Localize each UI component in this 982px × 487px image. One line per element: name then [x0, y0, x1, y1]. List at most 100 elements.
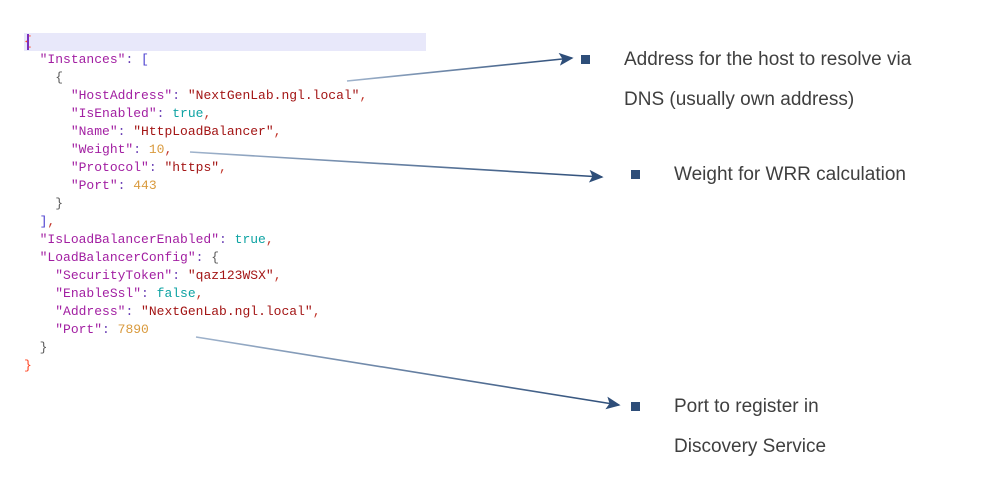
code-token-comma: , [203, 106, 212, 121]
code-line[interactable]: "Weight": 10, [24, 141, 426, 159]
code-token-colon: : [133, 142, 149, 157]
code-line[interactable]: "Address": "NextGenLab.ngl.local", [24, 303, 426, 321]
code-token-comma: , [359, 88, 368, 103]
annotation-host-address: Address for the host to resolve via DNS … [581, 40, 911, 120]
code-token-key: "Address" [55, 304, 126, 319]
json-code-panel[interactable]: { "Instances": [ { "HostAddress": "NextG… [0, 0, 560, 487]
code-line[interactable]: } [24, 357, 426, 375]
code-token-colon: : [117, 178, 134, 193]
code-indent [24, 232, 40, 247]
code-line[interactable]: "Port": 7890 [24, 321, 426, 339]
bullet-square-icon [631, 402, 640, 411]
bullet-square-icon [631, 170, 640, 179]
code-token-bool: false [156, 286, 196, 301]
code-token-key: "IsEnabled" [70, 106, 157, 121]
code-token-colon: : [125, 52, 142, 67]
code-line[interactable]: { [24, 33, 426, 51]
code-token-bool: true [172, 106, 204, 121]
code-token-colon: : [195, 250, 212, 265]
code-token-brace: { [55, 70, 64, 85]
code-indent [24, 88, 71, 103]
code-token-key: "EnableSsl" [55, 286, 142, 301]
annotation-host-address-text: Address for the host to resolve via DNS … [624, 49, 912, 110]
code-token-bracket: ] [39, 214, 48, 229]
code-token-brace: } [39, 340, 48, 355]
code-indent [24, 124, 71, 139]
code-token-key: "HostAddress" [70, 88, 173, 103]
code-token-comma: , [265, 232, 274, 247]
bullet-square-icon [581, 55, 590, 64]
code-line[interactable]: "Name": "HttpLoadBalancer", [24, 123, 426, 141]
code-token-key: "Weight" [70, 142, 134, 157]
code-line[interactable]: "Instances": [ [24, 51, 426, 69]
code-indent [24, 286, 55, 301]
json-code-block[interactable]: { "Instances": [ { "HostAddress": "NextG… [24, 33, 426, 375]
code-indent [24, 268, 55, 283]
annotation-port-text: Port to register in Discovery Service [674, 396, 827, 457]
code-token-comma: , [312, 304, 321, 319]
code-token-str: "qaz123WSX" [187, 268, 274, 283]
code-token-bracket: [ [141, 52, 149, 67]
code-token-colon: : [125, 304, 142, 319]
code-token-key: "Port" [70, 178, 118, 193]
annotation-weight-text: Weight for WRR calculation [674, 164, 906, 185]
code-line[interactable]: ], [24, 213, 426, 231]
code-token-bool: true [234, 232, 266, 247]
code-indent [24, 304, 55, 319]
code-indent [24, 70, 55, 85]
code-token-colon: : [172, 268, 188, 283]
code-token-key: "Port" [55, 322, 103, 337]
code-token-comma: , [47, 214, 56, 229]
code-indent [24, 196, 55, 211]
annotation-weight: Weight for WRR calculation [631, 155, 906, 195]
code-token-key: "Instances" [39, 52, 126, 67]
code-token-key: "Protocol" [70, 160, 149, 175]
code-token-colon: : [148, 160, 165, 175]
code-token-str: "NextGenLab.ngl.local" [141, 304, 313, 319]
code-line[interactable]: "IsLoadBalancerEnabled": true, [24, 231, 426, 249]
code-token-key: "SecurityToken" [55, 268, 173, 283]
code-line[interactable]: "Port": 443 [24, 177, 426, 195]
code-indent [24, 178, 71, 193]
code-line[interactable]: "HostAddress": "NextGenLab.ngl.local", [24, 87, 426, 105]
code-token-brace: } [55, 196, 64, 211]
code-token-colon: : [117, 124, 134, 139]
code-token-comma: , [219, 160, 227, 175]
code-token-colon: : [141, 286, 157, 301]
code-line[interactable]: "IsEnabled": true, [24, 105, 426, 123]
code-token-comma: , [273, 124, 282, 139]
code-token-str: "HttpLoadBalancer" [133, 124, 274, 139]
code-token-comma: , [164, 142, 173, 157]
code-token-str: "https" [164, 160, 220, 175]
code-token-colon: : [172, 88, 188, 103]
code-token-colon: : [156, 106, 173, 121]
code-line[interactable]: } [24, 339, 426, 357]
code-token-num: 443 [133, 178, 157, 193]
code-line[interactable]: "LoadBalancerConfig": { [24, 249, 426, 267]
text-caret [27, 34, 29, 50]
code-line[interactable]: } [24, 195, 426, 213]
code-token-comma: , [195, 286, 204, 301]
code-indent [24, 250, 40, 265]
code-line[interactable]: "EnableSsl": false, [24, 285, 426, 303]
code-indent [24, 340, 40, 355]
code-indent [24, 142, 71, 157]
code-line[interactable]: "Protocol": "https", [24, 159, 426, 177]
code-line[interactable]: { [24, 69, 426, 87]
code-indent [24, 106, 71, 121]
annotation-port: Port to register in Discovery Service [631, 387, 826, 467]
code-token-comma: , [273, 268, 282, 283]
code-indent [24, 214, 40, 229]
code-indent [24, 160, 71, 175]
code-token-brace-o: } [24, 358, 32, 373]
code-line[interactable]: "SecurityToken": "qaz123WSX", [24, 267, 426, 285]
code-token-key: "IsLoadBalancerEnabled" [39, 232, 220, 247]
code-token-key: "Name" [70, 124, 118, 139]
code-token-colon: : [102, 322, 118, 337]
code-token-brace: { [211, 250, 220, 265]
code-token-colon: : [219, 232, 235, 247]
code-token-num: 7890 [117, 322, 149, 337]
code-indent [24, 52, 40, 67]
code-token-str: "NextGenLab.ngl.local" [187, 88, 360, 103]
